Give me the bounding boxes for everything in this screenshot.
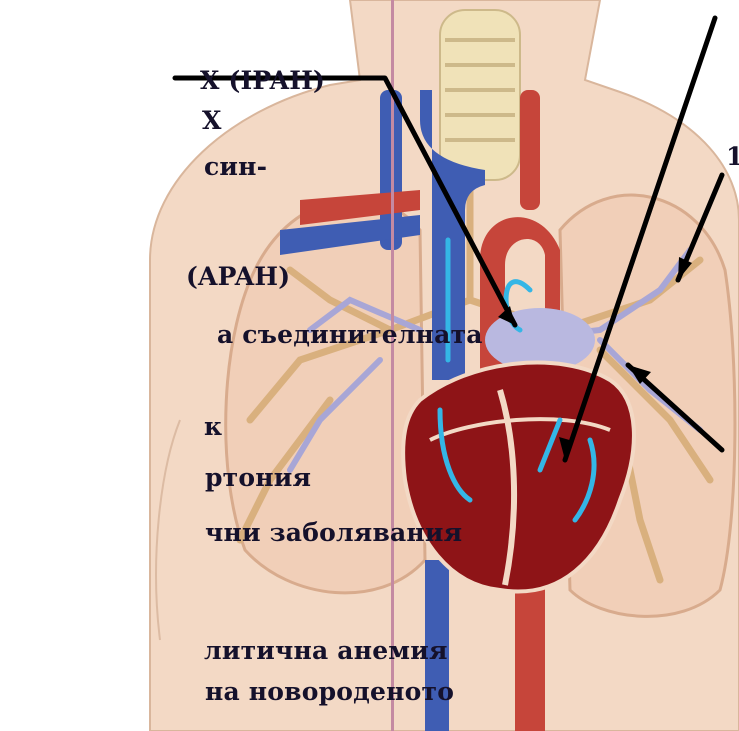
line-sin: син- [204, 152, 267, 181]
trachea [440, 10, 520, 180]
line-ipah: Х (IPAH) [200, 66, 325, 95]
line-hypertension: ртония [205, 463, 311, 492]
line-newborn: на новороденото [205, 677, 454, 706]
line-diseases: чни заболявания [205, 518, 462, 547]
line-k: к [204, 412, 222, 441]
slide-divider [391, 0, 394, 731]
line-connective-tissue: а съединителната [217, 320, 483, 349]
carotid-artery [520, 90, 540, 210]
line-hemolytic-anemia: литична анемия [204, 636, 448, 665]
label-number-right: 1 [726, 142, 739, 171]
line-x: Х [202, 106, 222, 135]
line-apah: (APAH) [186, 262, 290, 291]
